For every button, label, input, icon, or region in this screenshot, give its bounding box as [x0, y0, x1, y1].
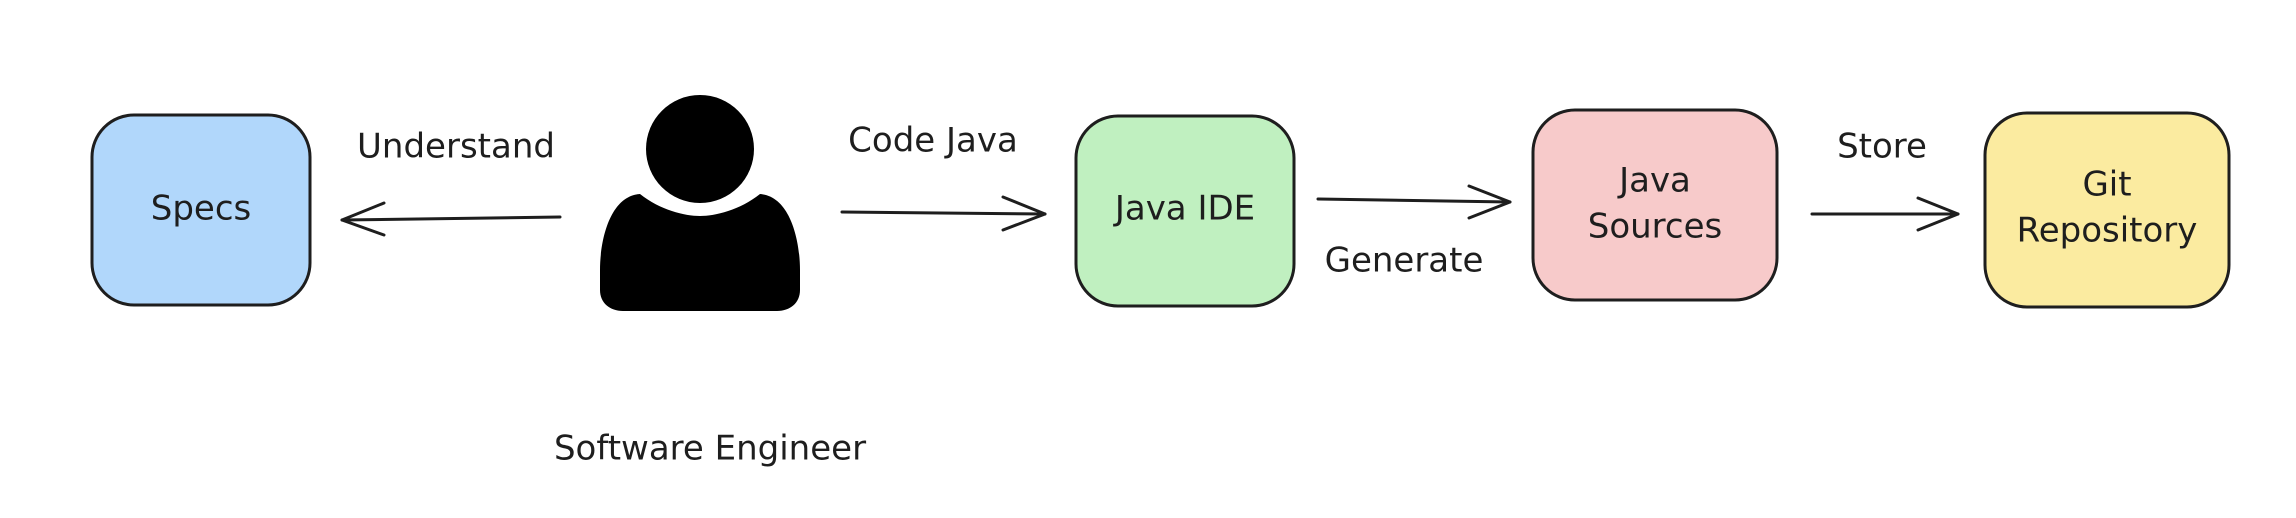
user-silhouette-icon — [600, 95, 800, 311]
specs-node: Specs — [90, 113, 312, 307]
java-sources-node: Java Sources — [1531, 108, 1779, 302]
git-repository-label-line1: Git — [2082, 165, 2131, 205]
git-repository-node: Git Repository — [1983, 111, 2231, 309]
generate-arrowhead — [1467, 184, 1512, 220]
generate-arrow — [1316, 197, 1512, 204]
code-java-arrowhead — [1001, 195, 1047, 232]
understand-label: Understand — [357, 127, 555, 167]
specs-box — [90, 113, 312, 307]
java-ide-node: Java IDE — [1074, 114, 1296, 308]
java-ide-box — [1074, 114, 1296, 308]
understand-arrowhead — [340, 201, 386, 237]
understand-arrow — [340, 215, 562, 222]
user-head — [646, 95, 754, 203]
understand-edge: Understand — [340, 127, 562, 237]
java-sources-box — [1531, 108, 1779, 302]
code-java-edge: Code Java — [840, 121, 1047, 232]
java-sources-label-line1: Java — [1617, 161, 1691, 201]
specs-label: Specs — [151, 189, 252, 229]
java-ide-label: Java IDE — [1113, 189, 1255, 229]
generate-edge: Generate — [1316, 184, 1512, 281]
store-label: Store — [1837, 127, 1927, 167]
java-sources-label-line2: Sources — [1588, 207, 1723, 247]
code-java-label: Code Java — [848, 121, 1018, 161]
code-java-arrow — [840, 210, 1047, 216]
git-repository-label-line2: Repository — [2017, 211, 2198, 251]
user-body — [600, 194, 800, 311]
store-edge: Store — [1810, 127, 1960, 232]
generate-label: Generate — [1325, 241, 1484, 281]
git-repository-box — [1983, 111, 2231, 309]
store-arrowhead — [1916, 196, 1960, 232]
actor-caption: Software Engineer — [554, 429, 866, 469]
